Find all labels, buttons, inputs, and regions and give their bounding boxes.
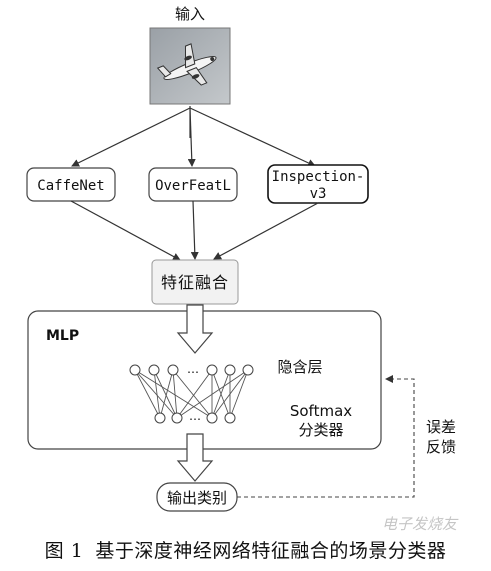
inspection-label: Inspection- xyxy=(272,169,365,185)
error-feedback-path xyxy=(237,375,415,498)
feature-fusion-box: 特征融合 xyxy=(151,259,239,305)
input-label: 输入 xyxy=(175,5,205,23)
caffenet-box: CaffeNet xyxy=(26,167,116,202)
mlp-to-output-arrow xyxy=(176,433,214,482)
overfeatl-label: OverFeatL xyxy=(155,178,231,194)
output-node xyxy=(171,412,183,424)
output-node xyxy=(154,412,166,424)
watermark: 电子发烧友 xyxy=(381,515,457,533)
airplane-icon xyxy=(156,43,217,86)
hidden-ellipsis: … xyxy=(187,362,199,376)
figure-number: 图 1 xyxy=(44,540,84,562)
hidden-node xyxy=(224,364,236,376)
output-ellipsis: … xyxy=(189,409,201,423)
figure-caption-text: 基于深度神经网络特征融合的场景分类器 xyxy=(95,540,447,562)
hidden-node xyxy=(129,364,141,376)
output-class-box: 输出类别 xyxy=(156,482,238,512)
figure-caption: 图 1 基于深度神经网络特征融合的场景分类器 xyxy=(0,536,491,563)
input-image xyxy=(149,27,231,105)
output-class-label: 输出类别 xyxy=(167,489,227,507)
hidden-node xyxy=(148,364,160,376)
neural-nodes xyxy=(129,364,254,424)
inspection-v3-box: Inspection- v3 xyxy=(267,164,369,204)
classifier-label: 分类器 xyxy=(298,421,343,439)
feedback-label-line1: 误差 xyxy=(426,418,456,436)
hidden-node xyxy=(206,364,218,376)
hidden-node xyxy=(167,364,179,376)
caffenet-label: CaffeNet xyxy=(37,178,104,194)
output-node xyxy=(206,412,218,424)
hidden-layer-label: 隐含层 xyxy=(277,358,322,376)
hidden-node xyxy=(242,364,254,376)
output-node xyxy=(224,412,236,424)
feature-fusion-label: 特征融合 xyxy=(161,273,229,292)
softmax-label: Softmax xyxy=(290,402,352,420)
mlp-title: MLP xyxy=(46,328,79,344)
overfeatl-box: OverFeatL xyxy=(148,167,238,202)
inspection-label-line2: v3 xyxy=(310,186,327,202)
feedback-label-line2: 反馈 xyxy=(426,438,456,456)
fusion-to-mlp-arrow xyxy=(176,304,214,354)
neural-network xyxy=(134,369,249,419)
